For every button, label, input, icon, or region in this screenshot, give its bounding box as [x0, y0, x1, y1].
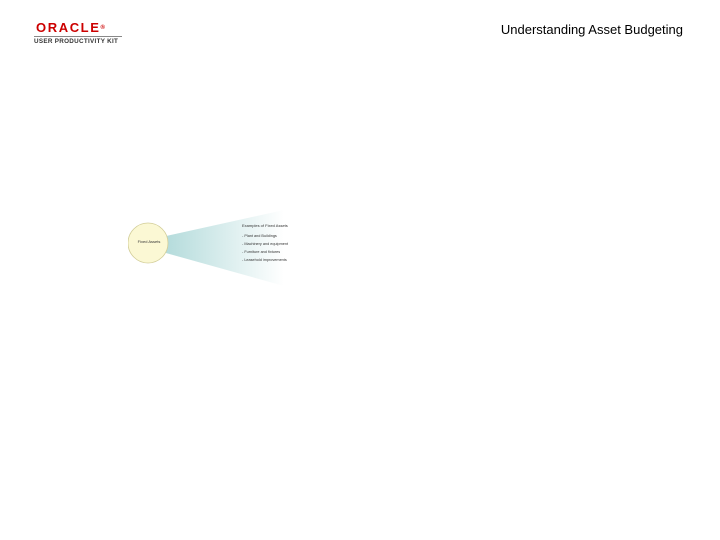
page-title: Understanding Asset Budgeting [500, 22, 683, 37]
circle-label: Fixed Assets [137, 239, 161, 244]
fixed-assets-circle [128, 222, 169, 264]
upk-wordmark: USER PRODUCTIVITY KIT [34, 38, 119, 45]
oracle-upk-logo: ORACLE® USER PRODUCTIVITY KIT [34, 20, 126, 48]
examples-list: - Plant and Buildings - Machinery and eq… [242, 232, 288, 264]
list-item: - Furniture and fixtures [242, 250, 281, 254]
diagram-graphic [128, 210, 284, 286]
fan-cone [148, 210, 284, 286]
oracle-wordmark: ORACLE® [36, 20, 105, 35]
list-item: - Machinery and equipment [242, 242, 289, 246]
logo-divider [34, 36, 122, 37]
fixed-assets-diagram: Fixed Assets Examples of Fixed Assets - … [128, 208, 308, 288]
list-item: - Plant and Buildings [242, 234, 277, 238]
examples-heading: Examples of Fixed Assets [242, 223, 288, 228]
list-item: - Leasehold improvements [242, 258, 287, 262]
